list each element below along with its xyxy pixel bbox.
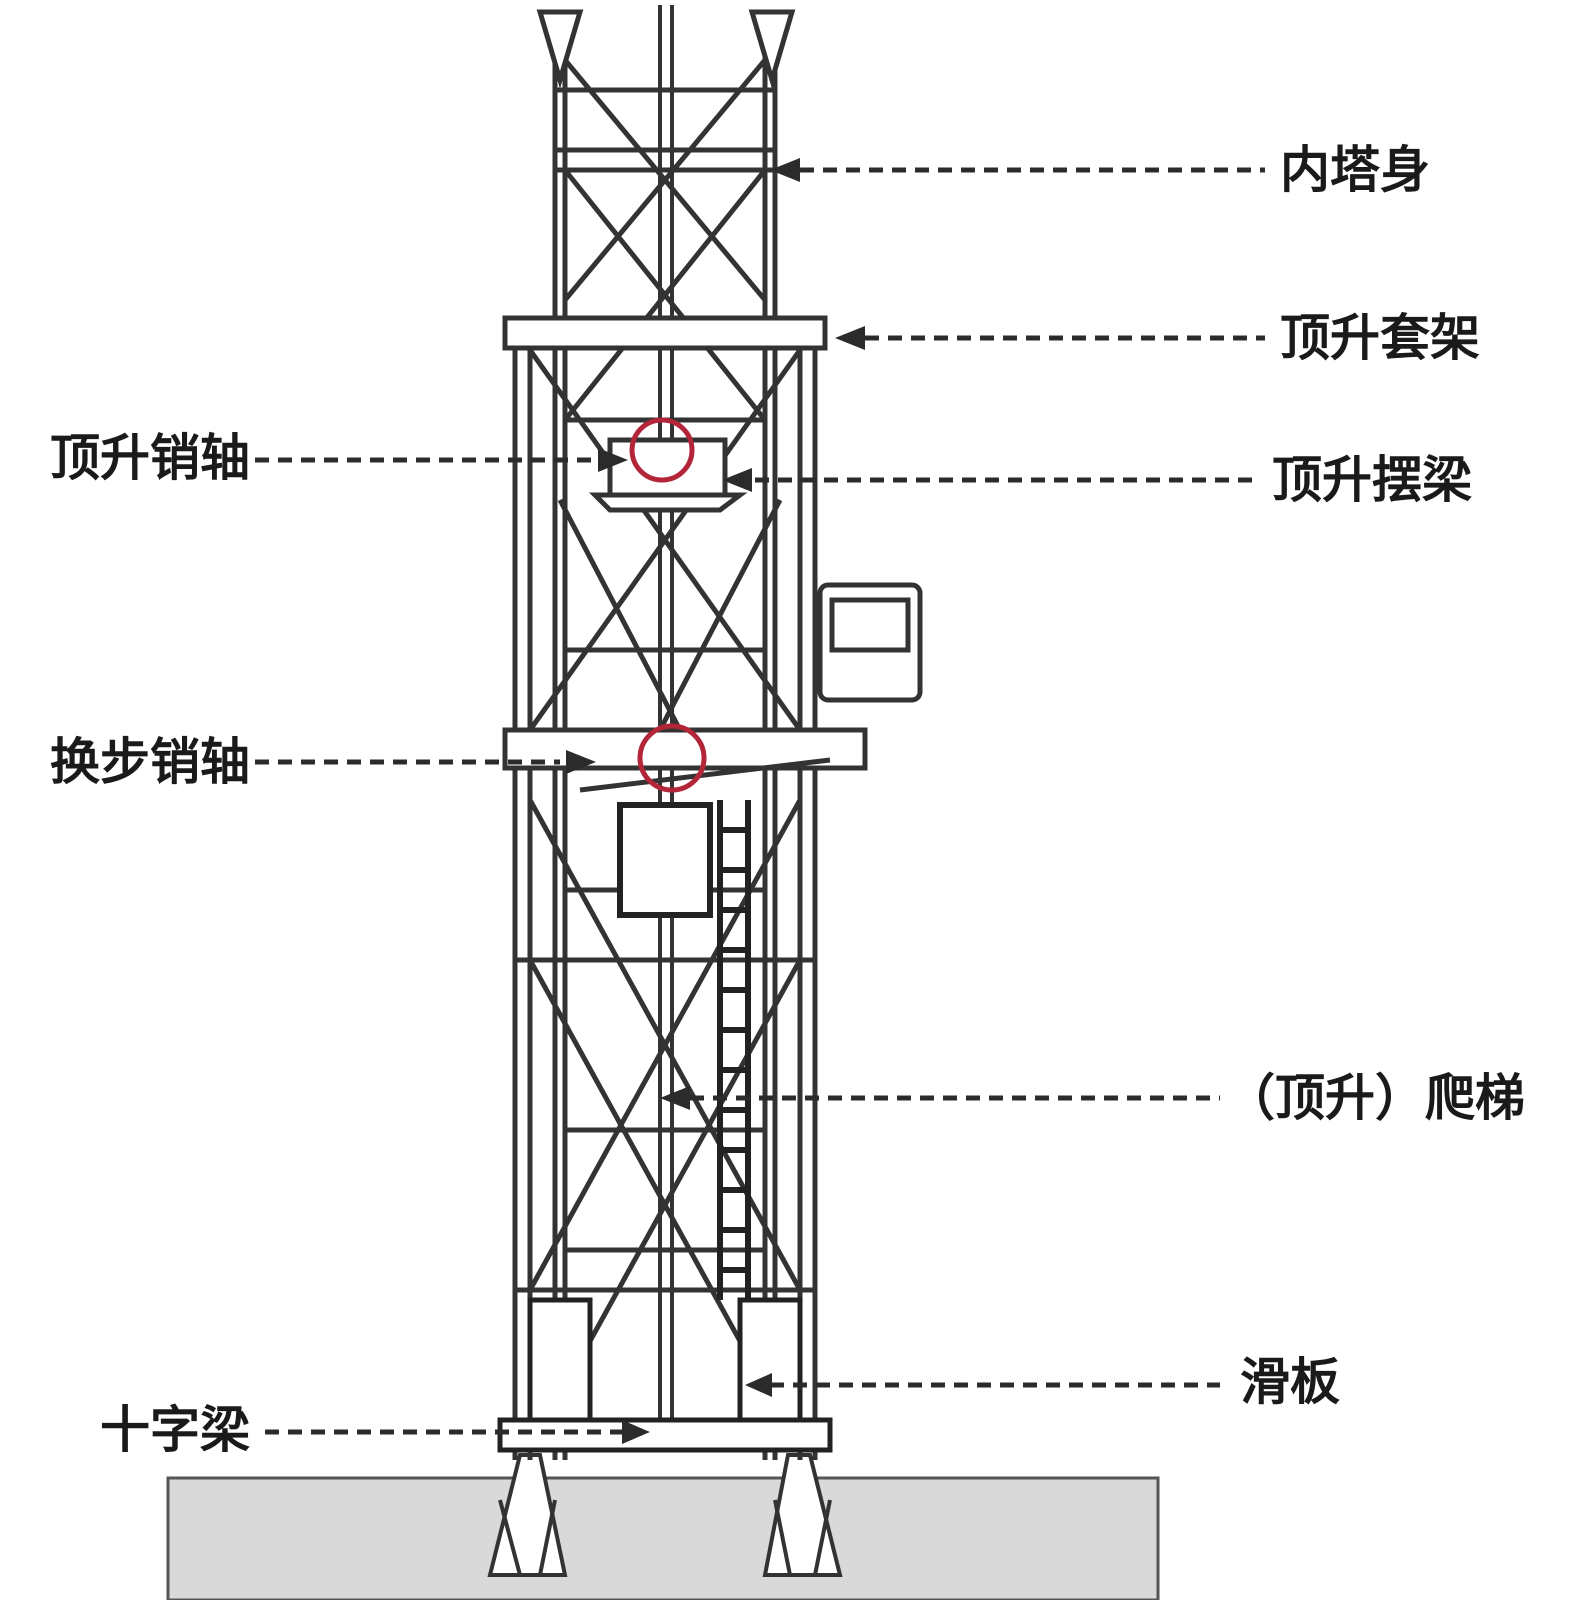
label-inner-tower: 内塔身 xyxy=(1280,141,1430,199)
label-cross-beam: 十字梁 xyxy=(100,1401,250,1459)
jacking-pin-highlight xyxy=(629,417,695,483)
foundation-feet xyxy=(487,1453,843,1577)
cross-beam xyxy=(497,1297,833,1453)
hydraulic-cylinder xyxy=(617,802,713,918)
foundation-block xyxy=(166,1476,1160,1602)
arrowhead-inner-tower xyxy=(770,158,800,182)
step-pin-highlight xyxy=(637,723,707,793)
arrowhead-ladder xyxy=(660,1086,690,1110)
label-jacking-pin: 顶升销轴 xyxy=(50,429,250,487)
arrowhead-climbing-frame xyxy=(835,326,865,350)
climbing-frame xyxy=(502,315,868,1460)
operator-cabin xyxy=(817,582,923,703)
arrowhead-jacking-beam xyxy=(722,468,752,492)
arrowhead-slide-plate xyxy=(745,1373,772,1397)
arrowhead-step-pin xyxy=(566,750,596,774)
label-climbing-frame: 顶升套架 xyxy=(1280,309,1480,367)
label-slide-plate: 滑板 xyxy=(1240,1353,1340,1411)
climbing-ladder xyxy=(717,800,751,1300)
arrowhead-jacking-pin xyxy=(598,448,628,472)
label-jacking-beam: 顶升摆梁 xyxy=(1272,451,1472,509)
arrowhead-cross-beam xyxy=(622,1420,650,1444)
label-step-pin: 换步销轴 xyxy=(50,733,250,791)
jacking-swing-beam xyxy=(588,437,748,513)
label-ladder: （顶升）爬梯 xyxy=(1225,1069,1525,1127)
